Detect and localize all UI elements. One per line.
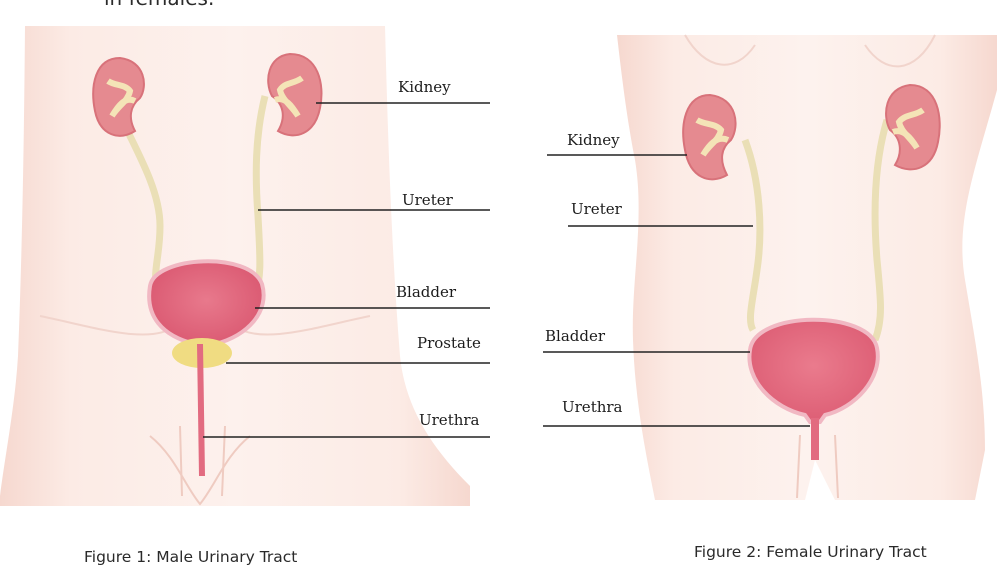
female-right-ureter bbox=[871, 118, 891, 342]
female-left-kidney bbox=[682, 93, 737, 181]
female-label-urethra: Urethra bbox=[562, 398, 623, 416]
male-right-ureter bbox=[251, 95, 269, 298]
male-label-urethra: Urethra bbox=[419, 411, 480, 429]
female-torso bbox=[617, 35, 997, 500]
male-label-kidney: Kidney bbox=[398, 78, 451, 96]
male-label-bladder: Bladder bbox=[396, 283, 457, 301]
male-figure-caption: Figure 1: Male Urinary Tract bbox=[84, 548, 298, 566]
female-figure-caption: Figure 2: Female Urinary Tract bbox=[694, 543, 927, 561]
female-bladder bbox=[747, 317, 880, 424]
female-label-kidney: Kidney bbox=[567, 131, 620, 149]
female-label-bladder: Bladder bbox=[545, 327, 606, 345]
female-right-kidney bbox=[885, 83, 941, 171]
male-bladder bbox=[147, 259, 266, 350]
intro-text: in females. bbox=[104, 0, 214, 10]
female-urinary-diagram: Kidney Ureter Bladder Urethra bbox=[535, 30, 1000, 520]
male-label-prostate: Prostate bbox=[417, 334, 481, 352]
male-urinary-diagram: Kidney Ureter Bladder Prostate Urethra bbox=[0, 26, 490, 506]
male-left-kidney bbox=[92, 56, 145, 137]
male-label-ureter: Ureter bbox=[402, 191, 454, 209]
female-left-ureter bbox=[741, 138, 764, 332]
male-urethra bbox=[197, 343, 205, 477]
male-right-kidney bbox=[267, 52, 323, 137]
female-label-ureter: Ureter bbox=[571, 200, 623, 218]
